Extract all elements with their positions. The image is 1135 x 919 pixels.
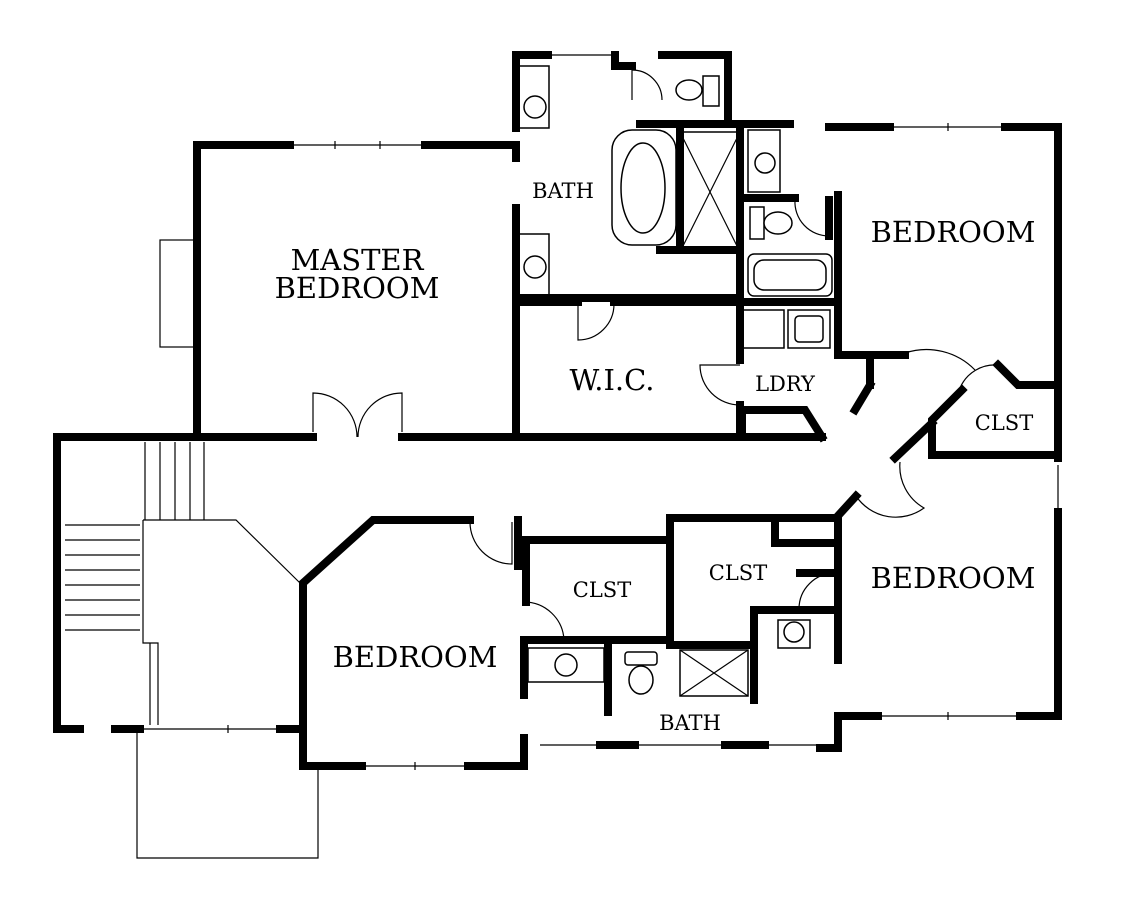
bedroom-ne-label: BEDROOM [871,215,1036,249]
master-bedroom-label-line1: MASTER [291,243,425,277]
ne-bath-fixtures [747,129,833,297]
master-bedroom-label-line2: BEDROOM [275,271,440,305]
laundry-label: LDRY [755,372,816,396]
bedroom-se-label: BEDROOM [871,561,1036,595]
room-labels: MASTER BEDROOM BATH BEDROOM W.I.C. LDRY … [275,179,1036,735]
closet-center-label: CLST [709,561,767,585]
closet-east-label: CLST [975,411,1033,435]
closet-south-label: CLST [573,578,631,602]
deck-outline [136,730,319,859]
fireplace-bump [159,239,197,348]
walls [53,51,1062,770]
stair-treads [65,442,301,725]
hall-bath-fixtures [527,619,811,697]
hall-bath-label: BATH [659,711,721,735]
master-bath-label: BATH [532,179,594,203]
wic-label: W.I.C. [569,363,654,397]
laundry-appliances [741,309,831,349]
bedroom-sw-label: BEDROOM [333,640,498,674]
master-bath-fixtures [518,65,741,297]
